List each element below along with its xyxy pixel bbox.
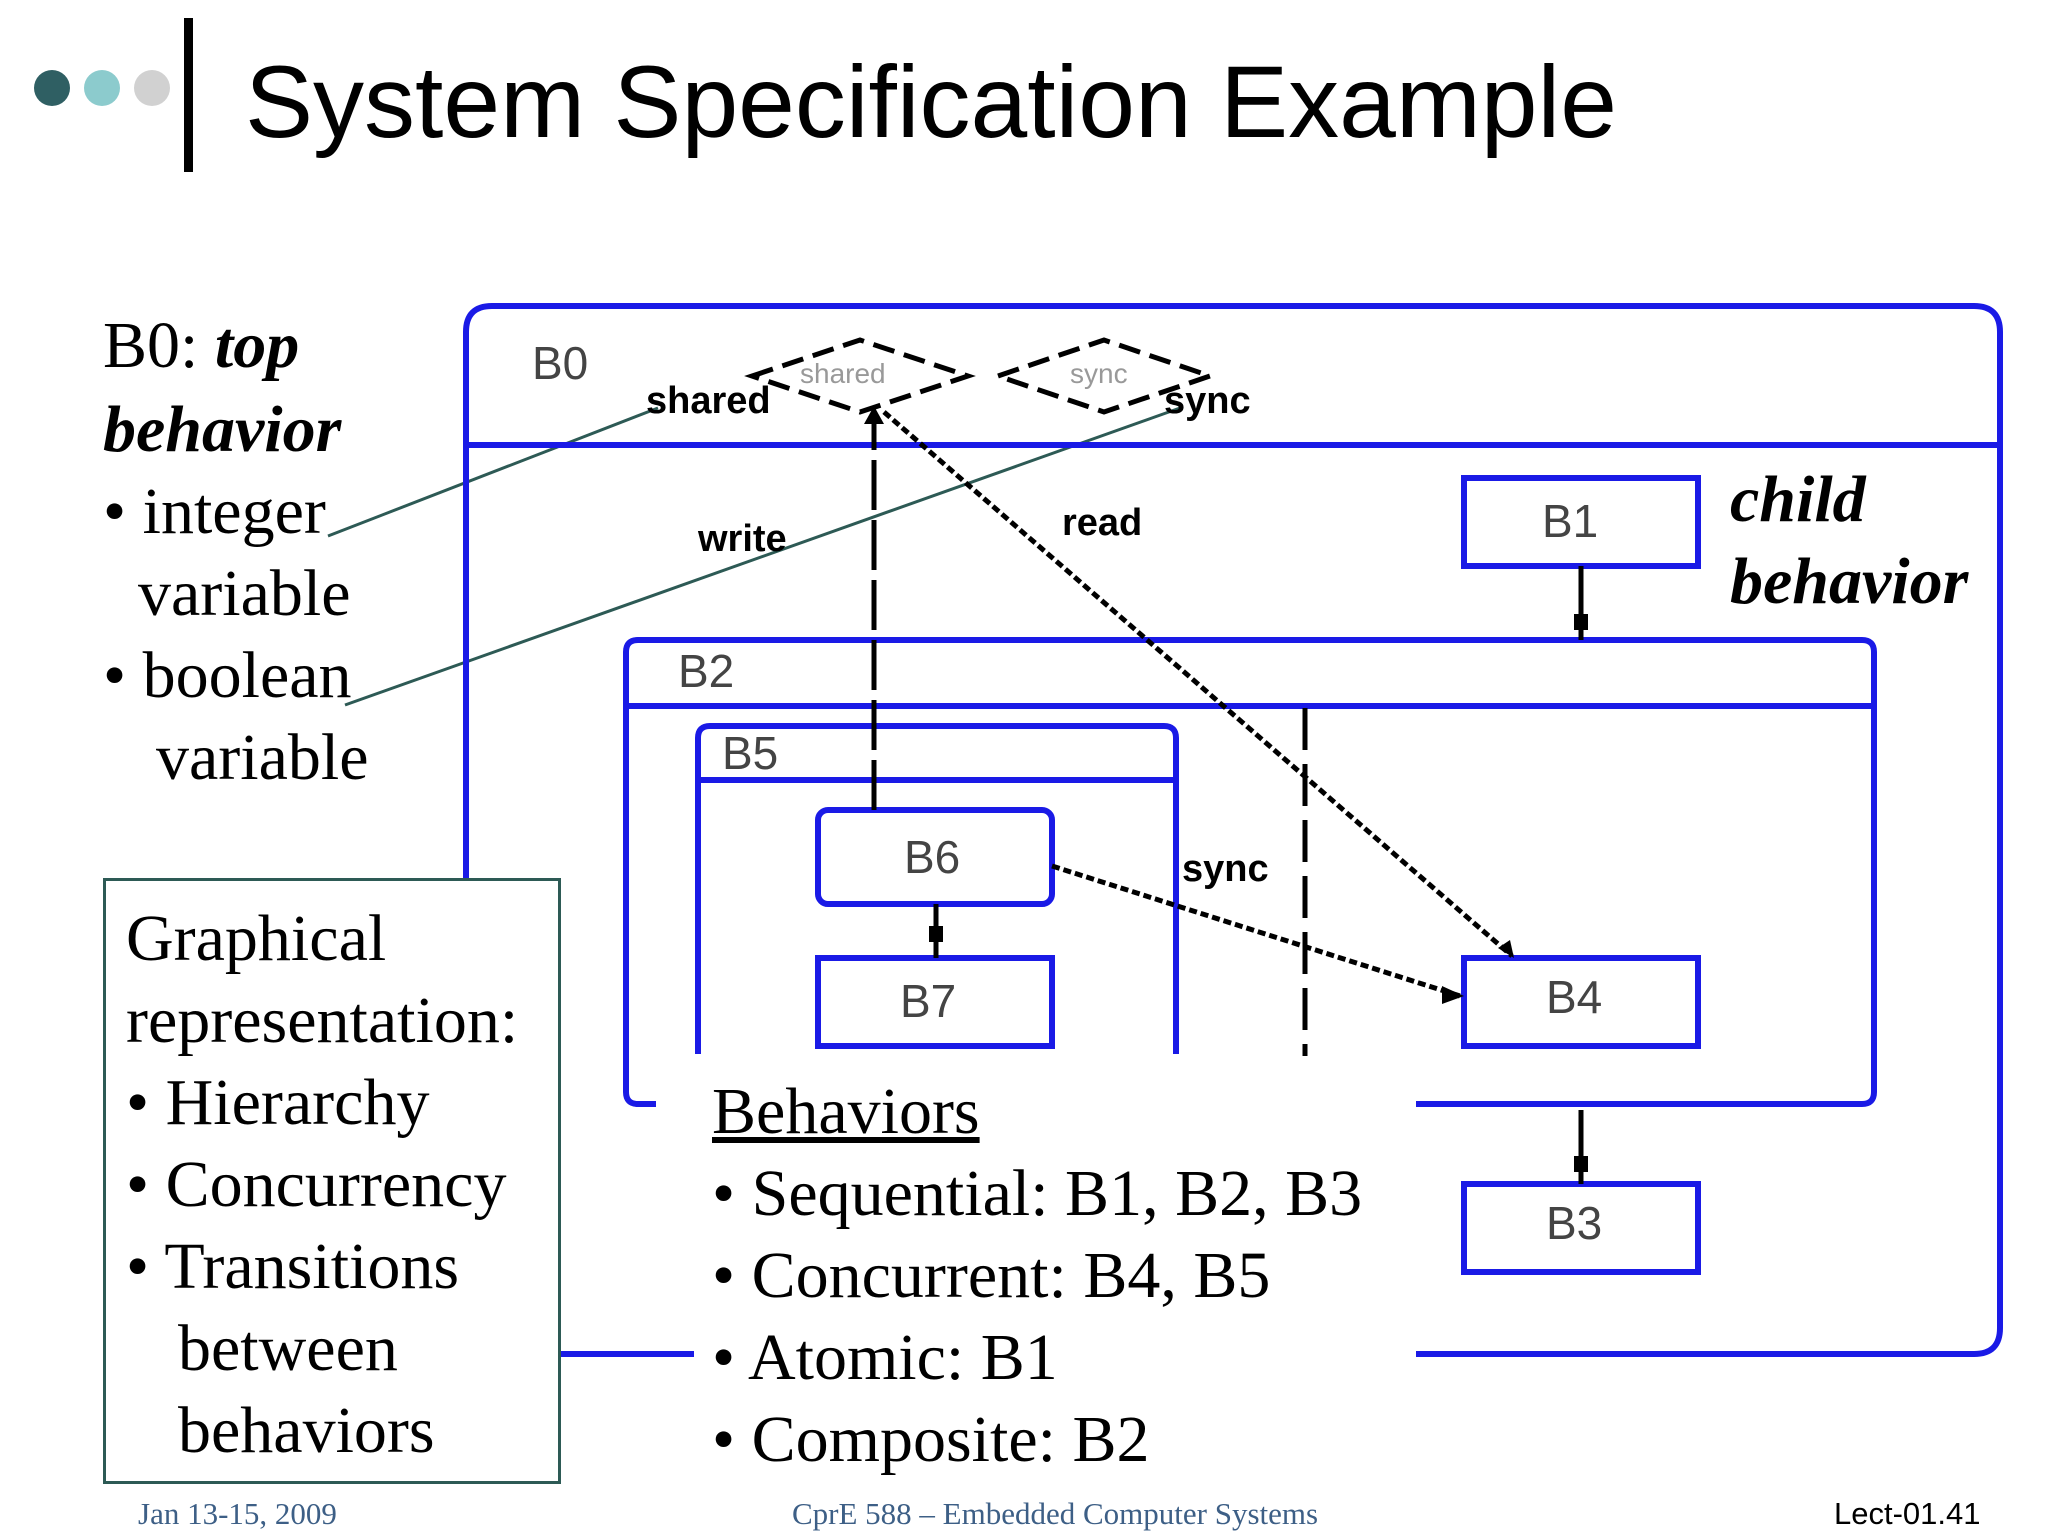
title-divider bbox=[184, 18, 193, 172]
sync-top-label: sync bbox=[1164, 380, 1251, 422]
b2-label: B2 bbox=[678, 645, 735, 697]
integer-bullet: • integer bbox=[103, 475, 326, 548]
title-dot-3 bbox=[134, 70, 170, 106]
b0-top-word: top bbox=[214, 309, 300, 382]
transition-b6-b7-marker bbox=[929, 926, 943, 942]
shared-label: shared bbox=[646, 380, 771, 422]
read-label: read bbox=[1062, 502, 1143, 544]
graphical-transitions: • Transitions bbox=[126, 1230, 460, 1303]
boolean-bullet: • boolean bbox=[103, 639, 352, 712]
transition-b2-b3-marker bbox=[1574, 1156, 1588, 1172]
graphical-behaviors: behaviors bbox=[178, 1394, 435, 1467]
behaviors-heading: Behaviors bbox=[712, 1075, 980, 1148]
graphical-line2: representation: bbox=[126, 984, 519, 1057]
sync-mid-label: sync bbox=[1182, 848, 1269, 890]
graphical-line1: Graphical bbox=[126, 902, 387, 975]
b5-outline bbox=[695, 723, 1179, 1054]
behaviors-sequential: • Sequential: B1, B2, B3 bbox=[712, 1157, 1363, 1230]
b0-outline bbox=[463, 303, 2003, 1357]
footer-course: CprE 588 – Embedded Computer Systems bbox=[792, 1496, 1319, 1531]
shared-var-diamond bbox=[744, 337, 976, 415]
b7-label: B7 bbox=[900, 975, 957, 1027]
title-dot-2 bbox=[84, 70, 120, 106]
shared-var-label: shared bbox=[800, 358, 886, 389]
graphical-hierarchy: • Hierarchy bbox=[126, 1066, 430, 1139]
b2-outline bbox=[623, 637, 1877, 1107]
b4-label: B4 bbox=[1546, 971, 1603, 1023]
read-line bbox=[882, 410, 1514, 958]
write-label: write bbox=[698, 518, 787, 560]
child-label-line1: child bbox=[1730, 463, 1866, 536]
b0-description-line2: behavior bbox=[103, 393, 342, 466]
callout-line-shared bbox=[327, 406, 659, 538]
footer-lecture: Lect-01.41 bbox=[1834, 1496, 1981, 1531]
read-arrowhead bbox=[1498, 940, 1514, 958]
b5-label: B5 bbox=[722, 727, 779, 779]
boolean-bullet-cont: variable bbox=[156, 721, 369, 794]
b3-label: B3 bbox=[1546, 1197, 1603, 1249]
integer-bullet-cont: variable bbox=[138, 557, 351, 630]
title-dot-1 bbox=[34, 70, 70, 106]
b0-prefix: B0: bbox=[103, 309, 215, 382]
behaviors-concurrent: • Concurrent: B4, B5 bbox=[712, 1239, 1271, 1312]
graphical-representation-box: Graphical representation: • Hierarchy • … bbox=[103, 878, 561, 1484]
sync-var-diamond bbox=[990, 337, 1218, 415]
b0-description-line1: B0: top bbox=[103, 304, 299, 388]
b0-label: B0 bbox=[532, 337, 589, 389]
behaviors-atomic: • Atomic: B1 bbox=[712, 1321, 1058, 1394]
graphical-between: between bbox=[178, 1312, 398, 1385]
transition-b1-b2-marker bbox=[1574, 614, 1588, 630]
b1-label: B1 bbox=[1542, 495, 1599, 547]
sync-arrowhead bbox=[1442, 986, 1464, 1004]
write-arrowhead bbox=[864, 406, 884, 424]
graphical-concurrency: • Concurrency bbox=[126, 1148, 507, 1221]
b4-box bbox=[1461, 955, 1701, 1049]
callout-line-sync bbox=[344, 406, 1181, 707]
child-label-line2: behavior bbox=[1730, 545, 1969, 618]
page-title: System Specification Example bbox=[245, 45, 1617, 159]
sync-var-label: sync bbox=[1070, 358, 1128, 389]
footer-date: Jan 13-15, 2009 bbox=[138, 1496, 337, 1531]
b6-label: B6 bbox=[904, 831, 961, 883]
behaviors-composite: • Composite: B2 bbox=[712, 1403, 1150, 1476]
